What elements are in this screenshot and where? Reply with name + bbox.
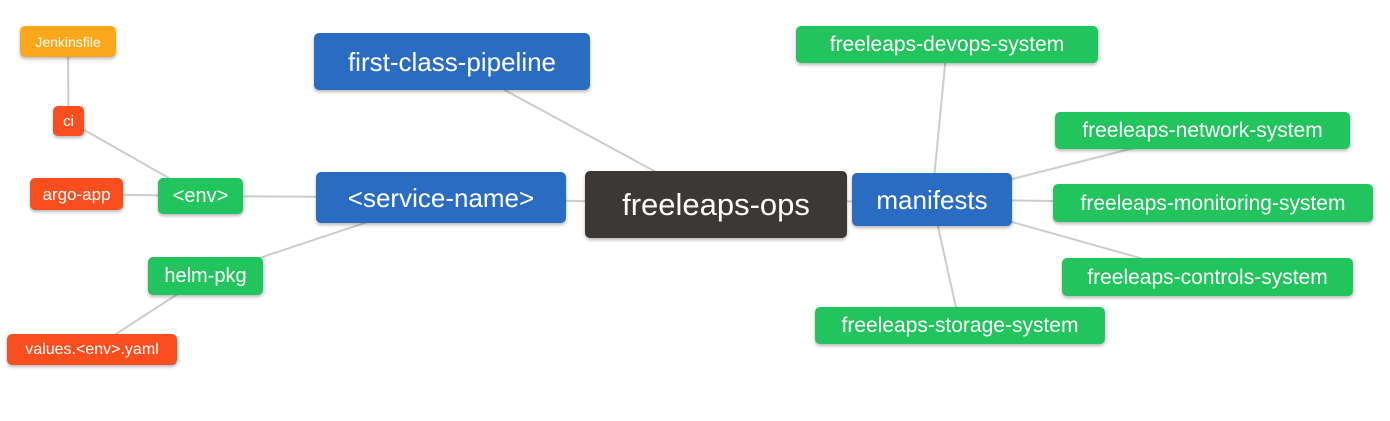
node-devops-system[interactable]: freeleaps-devops-system: [796, 26, 1098, 63]
node-first-class-pipeline[interactable]: first-class-pipeline: [314, 33, 590, 90]
node-ci[interactable]: ci: [53, 106, 84, 136]
node-network-system[interactable]: freeleaps-network-system: [1055, 112, 1350, 149]
node-values-env-yaml[interactable]: values.<env>.yaml: [7, 334, 177, 365]
node-controls-system[interactable]: freeleaps-controls-system: [1062, 258, 1353, 296]
node-monitoring-system[interactable]: freeleaps-monitoring-system: [1053, 184, 1373, 222]
node-env[interactable]: <env>: [158, 178, 243, 214]
node-argo-app[interactable]: argo-app: [30, 178, 123, 210]
node-freeleaps-ops-root[interactable]: freeleaps-ops: [585, 171, 847, 238]
node-storage-system[interactable]: freeleaps-storage-system: [815, 307, 1105, 344]
node-service-name[interactable]: <service-name>: [316, 172, 566, 223]
node-manifests[interactable]: manifests: [852, 173, 1012, 226]
node-helm-pkg[interactable]: helm-pkg: [148, 257, 263, 295]
node-jenkinsfile[interactable]: Jenkinsfile: [20, 26, 116, 57]
